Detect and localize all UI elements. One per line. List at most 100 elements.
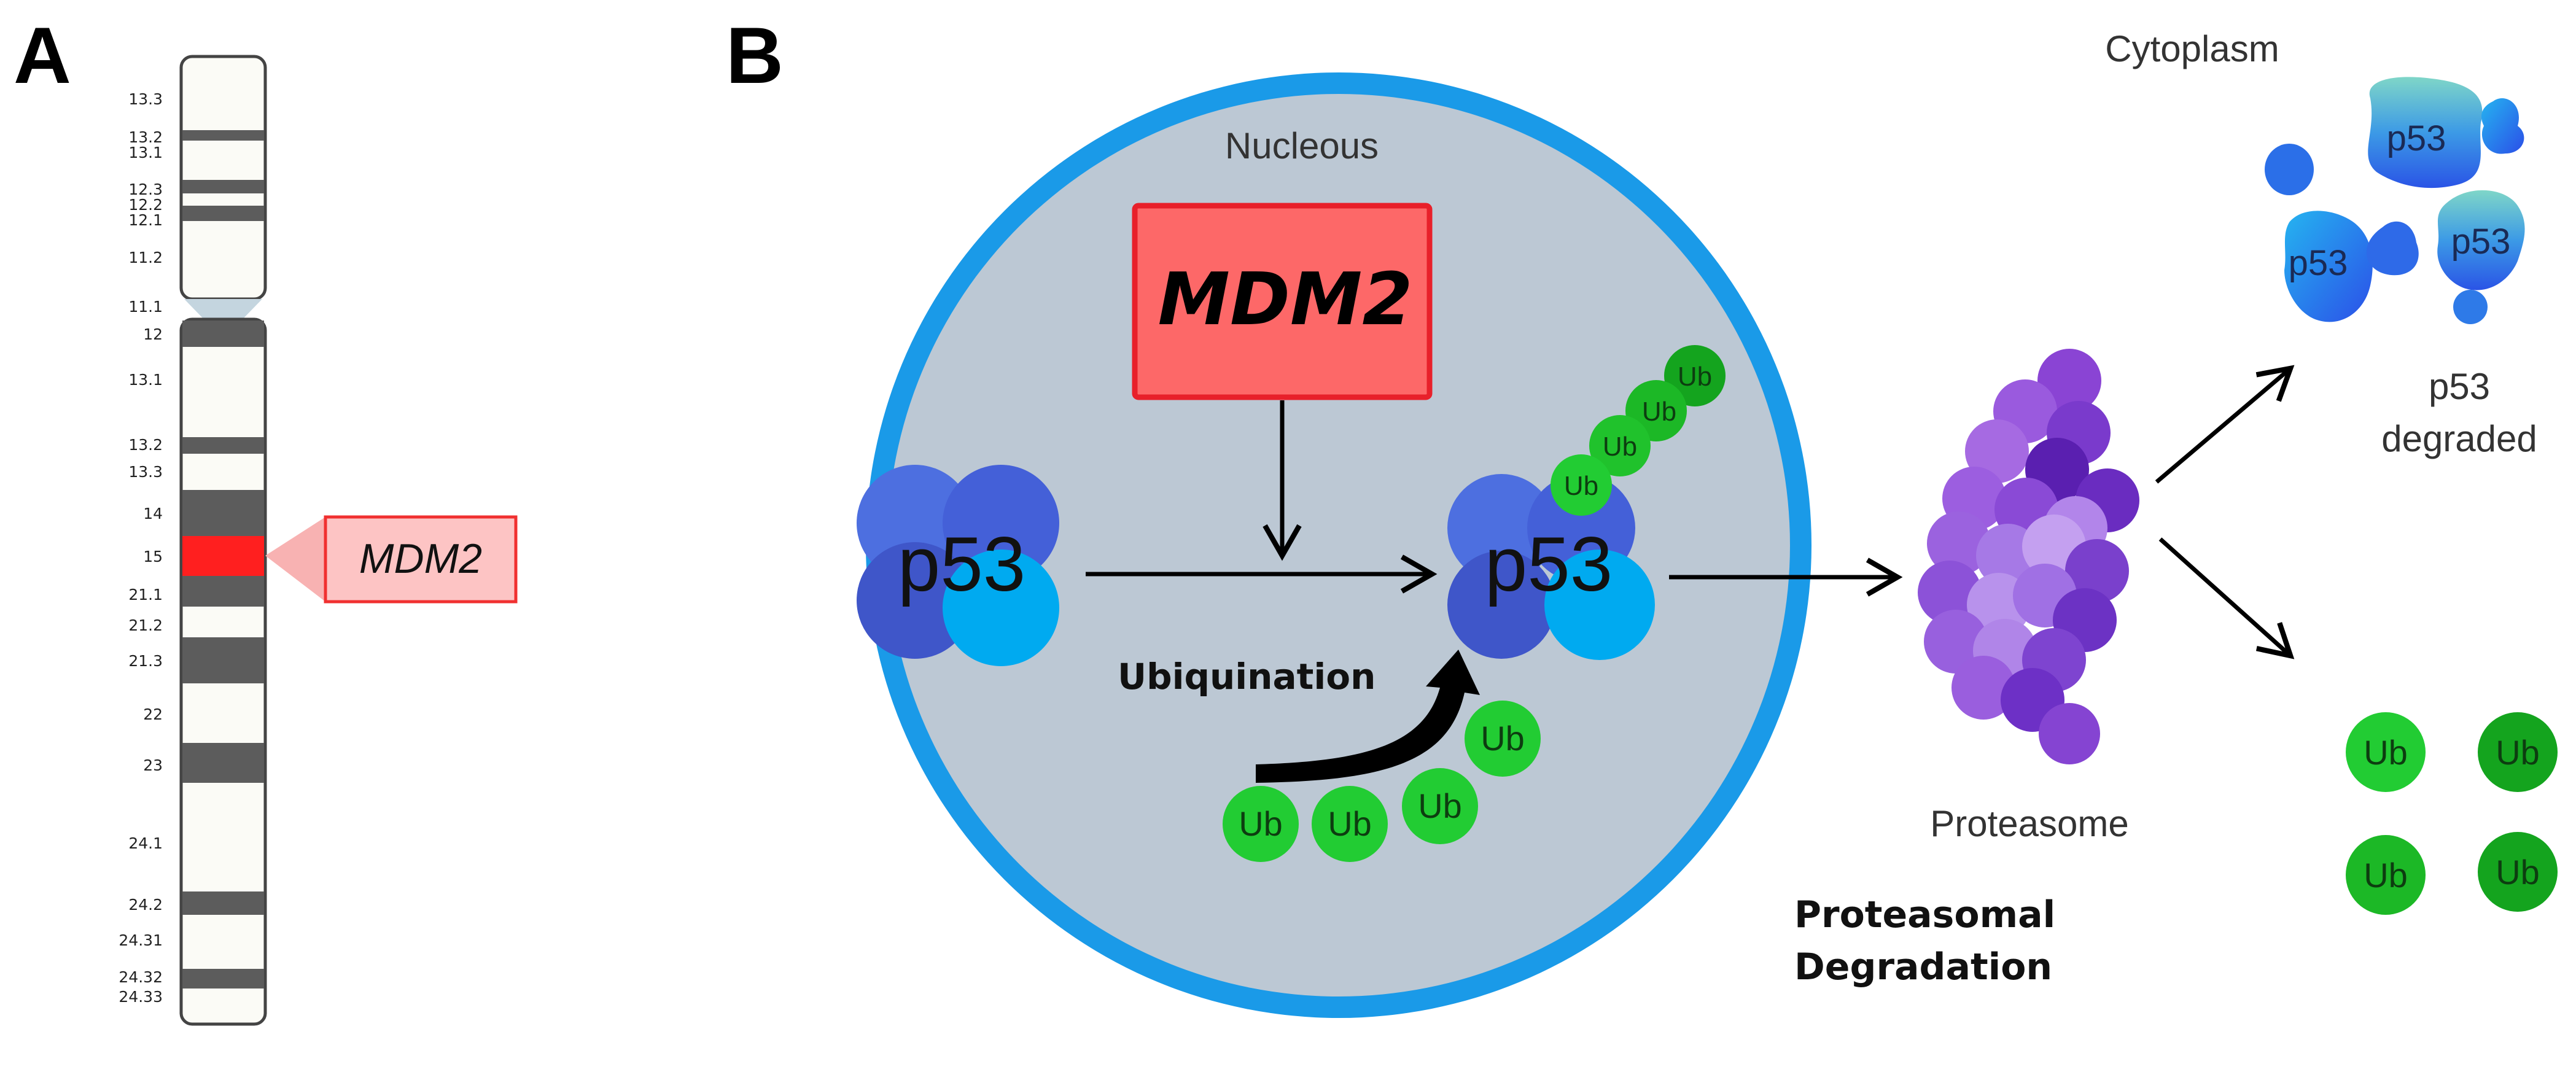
nucleus: Nucleous [866, 72, 1811, 1018]
p53-subunit [1447, 474, 1555, 582]
band-label: 13.1 [128, 371, 163, 389]
ub-bead [2478, 712, 2558, 792]
ub-label: Ub [1239, 804, 1283, 843]
band-label: 24.32 [119, 968, 163, 986]
band-label: 15 [143, 548, 163, 565]
band-label: 24.1 [128, 834, 163, 852]
p53-fragment-label: p53 [2451, 222, 2511, 262]
ub-label: Ub [1481, 719, 1525, 758]
nucleus-label: Nucleous [1225, 125, 1379, 166]
band-highlight-mdm2 [182, 536, 264, 576]
proteasome-subunit [1924, 610, 1988, 674]
polyubiquitin-chain: Ub Ub Ub Ub [1551, 345, 1726, 516]
proteasome-subunit [2065, 539, 2129, 603]
p53-fragment-small [2265, 144, 2314, 195]
band-label: 14 [143, 505, 163, 522]
released-ubiquitin: Ub Ub Ub Ub [2346, 712, 2558, 915]
proteasome-subunit [1918, 561, 1982, 624]
mdm2-callout-pointer [265, 517, 325, 602]
band-label: 12 [143, 325, 163, 343]
p53-fragment-small [2366, 221, 2419, 276]
band-label: 12.3 [128, 181, 163, 198]
proteasome-subunit [2039, 703, 2100, 764]
ub-label: Ub [1418, 787, 1462, 825]
mdm2-callout-box [324, 515, 518, 604]
p53-subunit [1447, 551, 1555, 659]
band-label: 13.2 [128, 436, 163, 454]
band-dark [182, 206, 264, 221]
band-label: 13.3 [128, 463, 163, 481]
band-label: 13.1 [128, 144, 163, 161]
band-dark [182, 490, 264, 536]
proteasome-subunit [1965, 419, 2029, 483]
p53-tetramer-right: p53 [1447, 474, 1655, 660]
ubiquination-label: Ubiquination [1118, 656, 1376, 697]
chromosome-p-arm [179, 55, 267, 301]
band-dark [182, 320, 264, 347]
proteasome-label: Proteasome [1930, 803, 2129, 844]
band-dark [182, 130, 264, 141]
centromere [184, 299, 262, 319]
p53-subunit [857, 542, 973, 659]
band-dark [182, 891, 264, 915]
ub-label: Ub [1564, 471, 1598, 501]
mdm2-callout-label: MDM2 [359, 535, 482, 582]
cytoplasm-label: Cytoplasm [2105, 28, 2279, 69]
band-label: 24.2 [128, 896, 163, 914]
band-dark [182, 437, 264, 454]
mdm2-box [1132, 203, 1433, 400]
band-dark [182, 743, 264, 783]
ub-bead [1589, 415, 1651, 476]
p53-right-label: p53 [1485, 522, 1613, 607]
ub-bead [1312, 786, 1388, 862]
proteasome-subunit [1951, 656, 2015, 720]
p53-fragment-small [2453, 290, 2488, 324]
p53-fragment-label: p53 [2387, 118, 2446, 158]
band-label: 12.2 [128, 196, 163, 214]
band-label: 11.2 [128, 249, 163, 266]
band-label: 21.2 [128, 616, 163, 634]
ub-label: Ub [1642, 397, 1676, 427]
to-p53-fragments-arrow [2155, 365, 2295, 484]
ub-bead [2346, 835, 2426, 915]
free-ubiquitin: Ub Ub Ub Ub [1223, 701, 1541, 862]
ub-label: Ub [1328, 804, 1372, 843]
ub-label: Ub [1603, 432, 1637, 462]
band-dark [182, 637, 264, 683]
ub-label: Ub [2496, 853, 2540, 891]
panel-b-label: B [726, 10, 784, 100]
band-dark [182, 576, 264, 607]
mdm2-box-label: MDM2 [1158, 257, 1413, 341]
ub-bead [2478, 832, 2558, 912]
p53-fragment [2437, 190, 2525, 290]
band-label: 22 [143, 705, 163, 723]
proteasome-subunit [1927, 511, 1991, 575]
ub-bead [1465, 701, 1541, 777]
p53-fragments: p53 p53 p53 [2265, 77, 2525, 324]
band-label: 13.3 [128, 90, 163, 108]
band-label: 13.2 [128, 128, 163, 146]
to-free-ubiquitin-arrow [2158, 537, 2295, 659]
proteasomal-degradation-line1: Proteasomal [1794, 893, 2055, 936]
p53-fragment-small [2481, 98, 2524, 154]
ub-label: Ub [2364, 733, 2408, 772]
ub-bead [1551, 454, 1612, 516]
band-label: 21.1 [128, 586, 163, 604]
p53-fragment [2284, 211, 2373, 322]
panel-a-label: A [14, 10, 71, 100]
p53-fragment [2368, 77, 2483, 188]
p53-subunit [943, 465, 1059, 581]
p53-left-label: p53 [898, 522, 1026, 607]
band-label: 23 [143, 756, 163, 774]
band-label: 24.33 [119, 988, 163, 1006]
ub-label: Ub [2364, 856, 2408, 895]
p53-subunit [943, 550, 1059, 666]
nucleus-interior [887, 94, 1790, 996]
p53-degraded-line2: degraded [2381, 418, 2537, 459]
band-label: 21.3 [128, 652, 163, 670]
ub-label: Ub [2496, 733, 2540, 772]
p53-subunit [1544, 550, 1655, 660]
p53-degraded-line1: p53 [2429, 366, 2490, 407]
band-labels: 13.3 13.2 13.1 12.3 12.2 12.1 11.2 11.1 … [119, 90, 163, 1006]
